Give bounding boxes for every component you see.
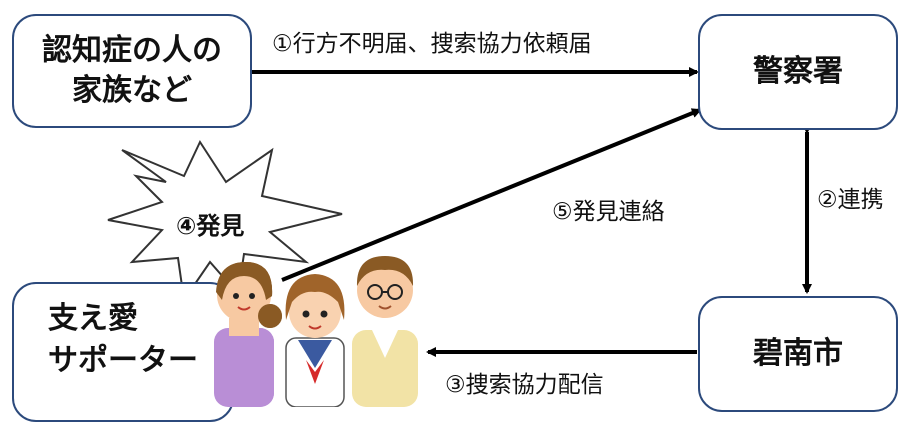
label-search-broadcast: ③捜索協力配信 (445, 372, 604, 398)
figures-overlay (214, 262, 282, 407)
supporter-node (12, 282, 234, 422)
mother-figure-icon (214, 262, 282, 407)
glasses-man-figure-icon (352, 256, 418, 407)
label-cooperation: ②連携 (817, 187, 884, 213)
police-node-label: 警察署 (753, 53, 843, 89)
supporter-node-line2: サポーター (48, 343, 198, 378)
label-contact: ⑤発見連絡 (552, 199, 665, 225)
supporter-node-label: 支え愛 サポーター (48, 298, 198, 382)
supporter-node-line1: 支え愛 (48, 301, 138, 336)
arrow-discovery-contact (281, 108, 702, 282)
city-node: 碧南市 (698, 296, 898, 412)
label-report: ①行方不明届、捜索協力依頼届 (272, 31, 592, 57)
schoolgirl-figure-icon (285, 274, 345, 407)
city-node-label: 碧南市 (753, 335, 843, 371)
family-node: 認知症の人の 家族など (12, 14, 252, 128)
family-node-line1: 認知症の人の (42, 32, 222, 68)
family-node-line2: 家族など (72, 73, 192, 108)
police-node: 警察署 (698, 14, 898, 130)
label-discovery: ④発見 (176, 212, 245, 240)
